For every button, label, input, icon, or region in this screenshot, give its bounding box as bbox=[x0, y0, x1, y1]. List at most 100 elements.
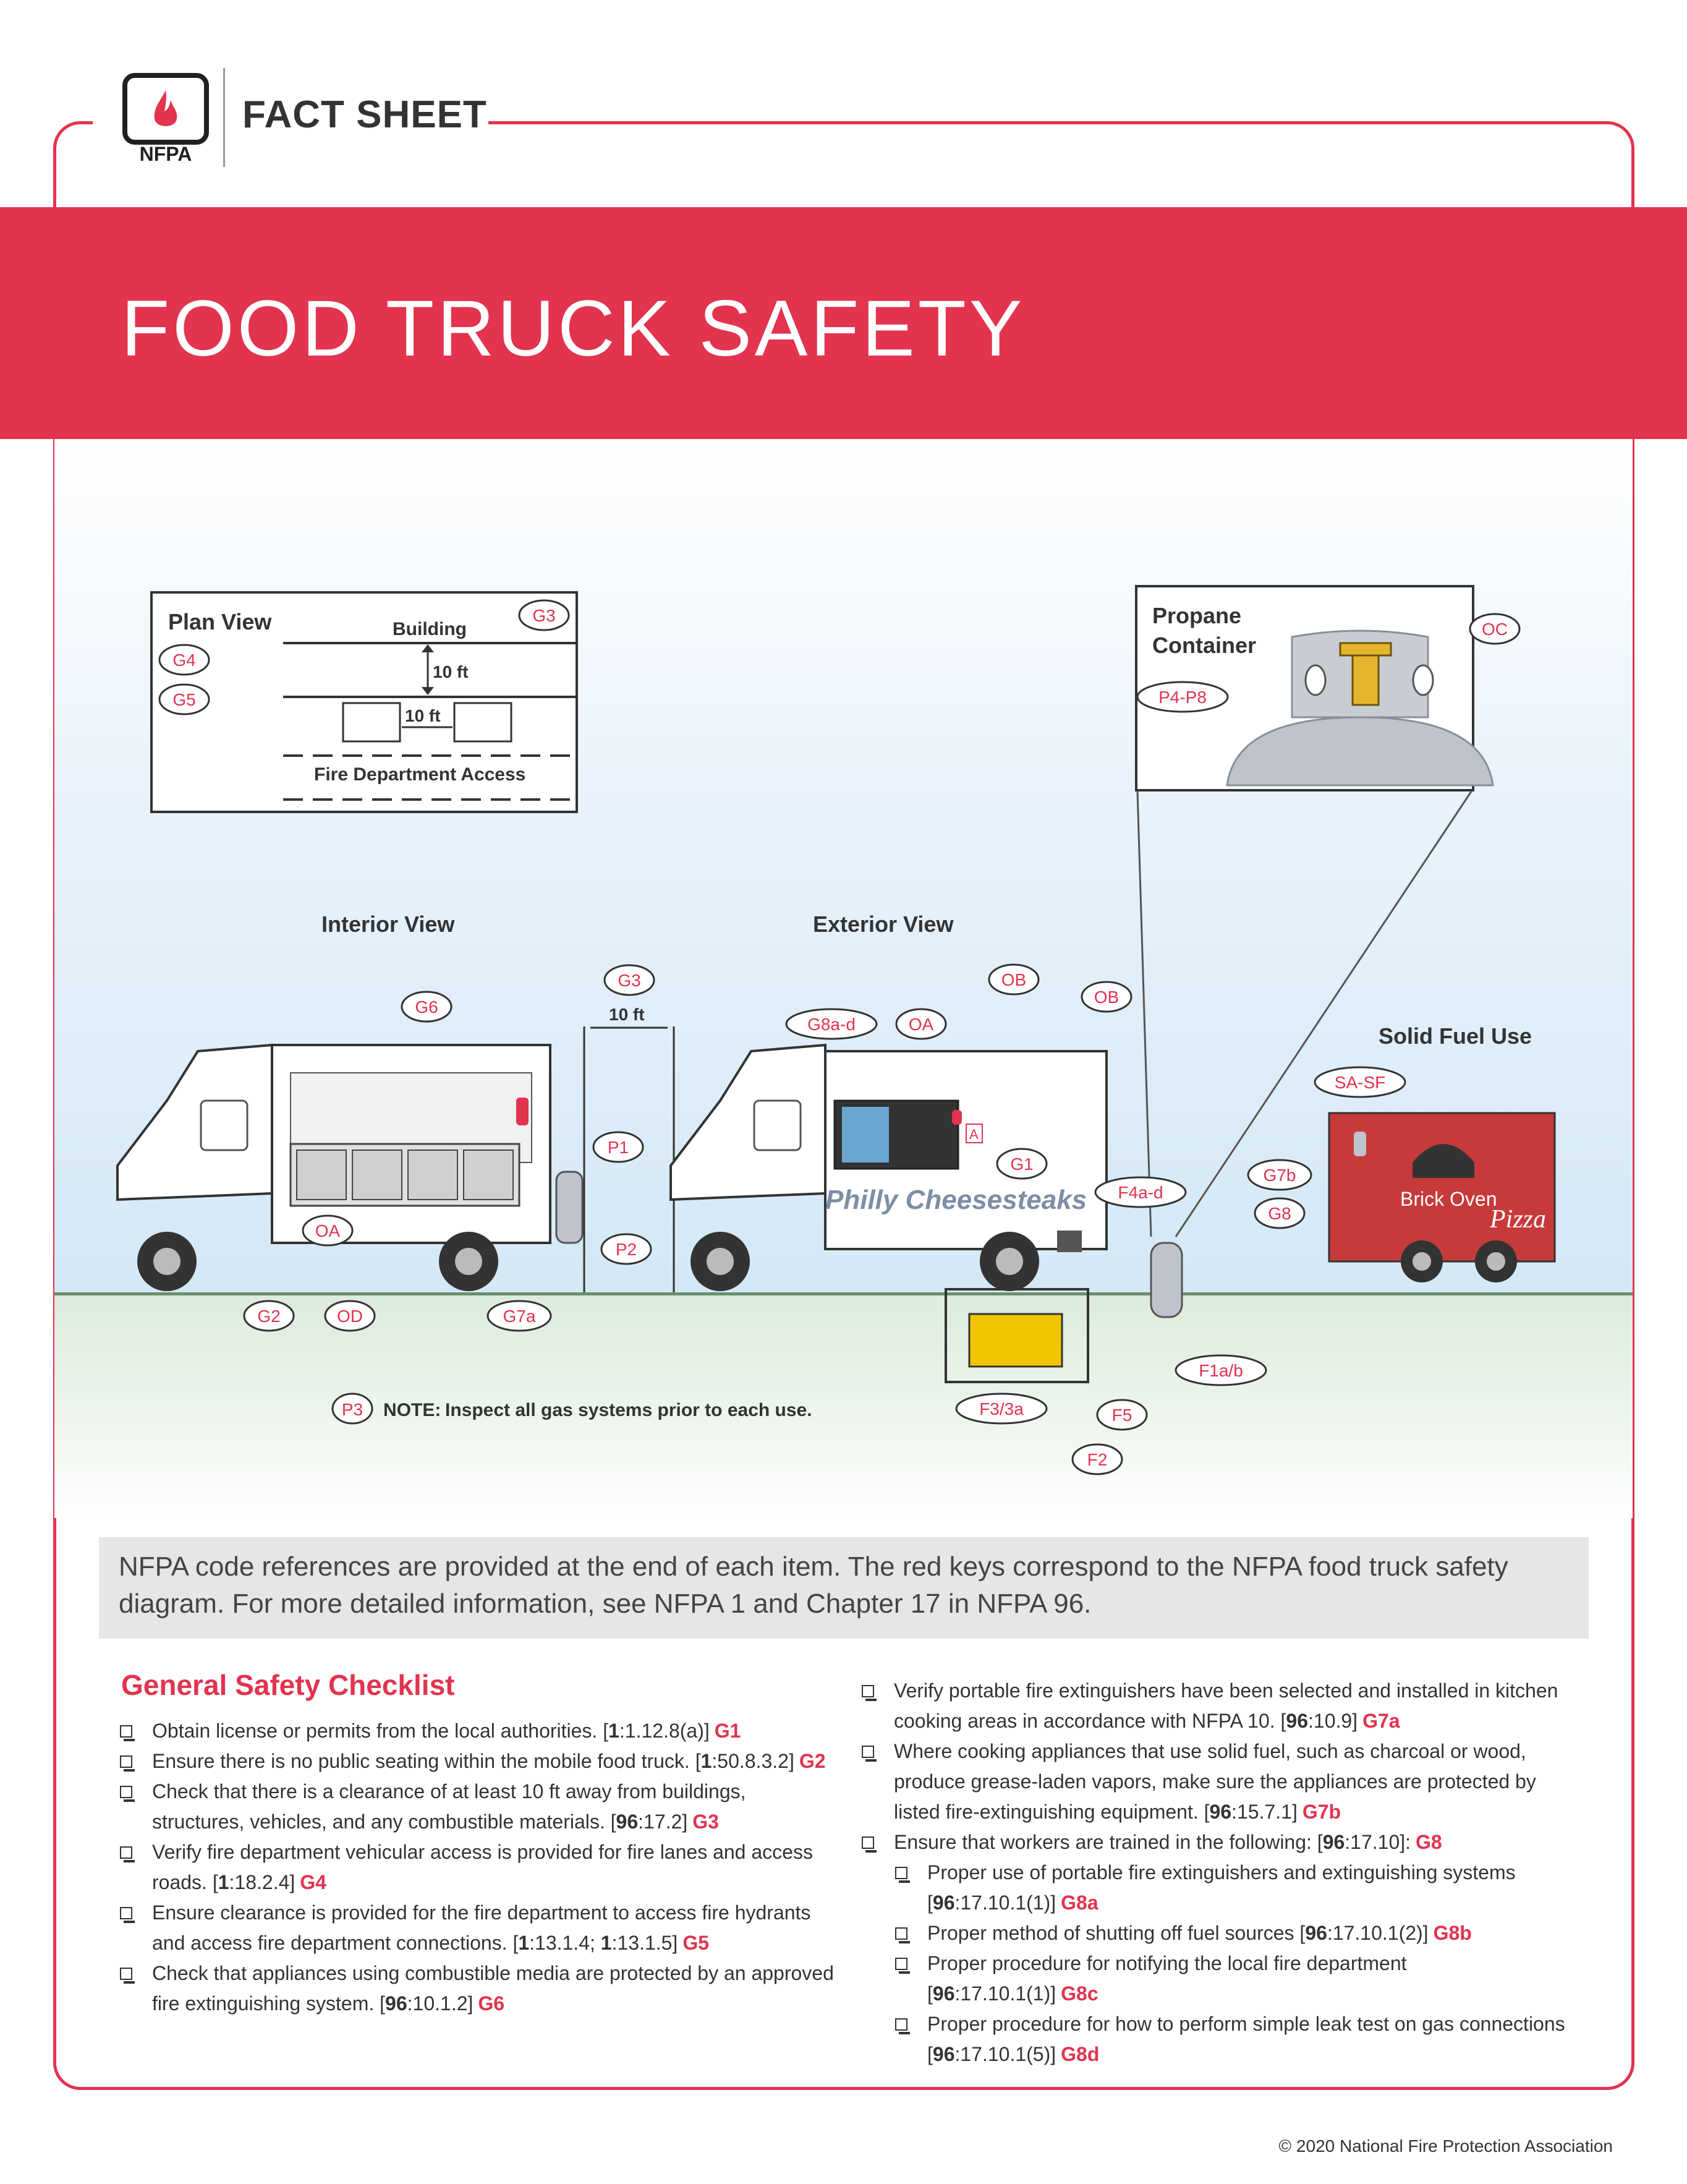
diagram-key-label: OA bbox=[909, 1015, 934, 1034]
checklist-key: G8b bbox=[1433, 1922, 1472, 1944]
checklist-key: G8 bbox=[1416, 1831, 1442, 1853]
checklist-item: Verify fire department vehicular access … bbox=[117, 1837, 835, 1898]
copyright: © 2020 National Fire Protection Associat… bbox=[1278, 2136, 1613, 2156]
diagram-key: G2 bbox=[243, 1300, 295, 1332]
checklist-text: Ensure clearance is provided for the fir… bbox=[152, 1901, 811, 1954]
diagram-key: P4-P8 bbox=[1136, 681, 1229, 713]
checklist-item: Ensure clearance is provided for the fir… bbox=[117, 1898, 835, 1958]
checklist-text: Check that there is a clearance of at le… bbox=[152, 1780, 746, 1833]
checklist-key: G5 bbox=[682, 1932, 709, 1954]
diagram-key: F4a-d bbox=[1094, 1176, 1187, 1208]
exterior-view-truck: Exterior View A Philly Cheesesteaks bbox=[669, 911, 1183, 1383]
checklist-text: Proper method of shutting off fuel sourc… bbox=[927, 1922, 1306, 1944]
diagram-key-label: G1 bbox=[1010, 1154, 1033, 1174]
checklist-code: 1 bbox=[518, 1932, 530, 1954]
solid-fuel-trailer: Solid Fuel Use Brick Oven Pizza bbox=[1328, 1023, 1556, 1282]
checklist-item: Proper method of shutting off fuel sourc… bbox=[893, 1918, 1576, 1948]
interior-clearance: 10 ft bbox=[609, 1005, 645, 1024]
checklist-key: G7a bbox=[1362, 1710, 1400, 1732]
checklist-ref: :17.10.1(5)] bbox=[954, 2043, 1056, 2065]
title-band bbox=[0, 207, 1687, 439]
checklist-title: General Safety Checklist bbox=[121, 1669, 455, 1701]
diagram-key: G4 bbox=[158, 644, 210, 676]
checklist-item: Ensure there is no public seating within… bbox=[117, 1746, 835, 1777]
checklist-ref: :1.12.8(a)] bbox=[619, 1720, 710, 1742]
checkbox-icon bbox=[120, 1968, 135, 1984]
checkbox-icon bbox=[895, 1867, 910, 1883]
diagram-key-label: F3/3a bbox=[979, 1399, 1024, 1418]
checklist-key: G7b bbox=[1302, 1801, 1341, 1823]
diagram-key: OA bbox=[895, 1008, 947, 1040]
diagram-key: G7b bbox=[1247, 1159, 1312, 1191]
diagram-key-label: F1a/b bbox=[1199, 1361, 1243, 1380]
checklist-item: Where cooking appliances that use solid … bbox=[859, 1736, 1576, 1827]
diagram-key: G8a-d bbox=[785, 1008, 878, 1040]
checklist-ref: :18.2.4] bbox=[229, 1871, 295, 1893]
diagram-key: OD bbox=[324, 1300, 376, 1332]
pizza-label: Pizza bbox=[1489, 1205, 1546, 1234]
intro-box: NFPA code references are provided at the… bbox=[99, 1537, 1589, 1639]
note-label: NOTE: bbox=[383, 1400, 441, 1420]
checklist-ref: :17.10.1(1)] bbox=[954, 1892, 1056, 1914]
diagram-key: G6 bbox=[401, 991, 453, 1023]
extinguisher-a-label: A bbox=[969, 1127, 979, 1142]
checklist-code: 96 bbox=[1305, 1922, 1327, 1944]
checklist-key: G3 bbox=[692, 1811, 719, 1833]
checklist-item: Obtain license or permits from the local… bbox=[117, 1716, 835, 1746]
checklist-text: Verify fire department vehicular access … bbox=[152, 1841, 813, 1893]
diagram-key: SA-SF bbox=[1314, 1066, 1406, 1098]
checklist-ref: :50.8.3.2] bbox=[712, 1750, 794, 1772]
note-key: P3 bbox=[342, 1400, 363, 1419]
checklist-code: 96 bbox=[385, 1992, 407, 2015]
checklist-text: Verify portable fire extinguishers have … bbox=[894, 1679, 1558, 1732]
diagram-key-label: P1 bbox=[608, 1138, 629, 1157]
checklist-text: Ensure that workers are trained in the f… bbox=[894, 1831, 1323, 1853]
propane-title-1: Propane bbox=[1152, 603, 1241, 628]
checklist-item: Proper procedure for notifying the local… bbox=[893, 1948, 1576, 2009]
checklist-item: Ensure that workers are trained in the f… bbox=[859, 1827, 1576, 1858]
gas-note: P3 NOTE: Inspect all gas systems prior t… bbox=[331, 1393, 812, 1425]
diagram-key: F5 bbox=[1096, 1399, 1148, 1431]
checklist-code: 96 bbox=[932, 1892, 955, 1914]
checklist-text: Check that appliances using combustible … bbox=[152, 1962, 834, 2015]
intro-text: NFPA code references are provided at the… bbox=[119, 1551, 1508, 1619]
checklist-ref: :17.2] bbox=[638, 1811, 688, 1833]
interior-view-truck: Interior View 10 ft bbox=[116, 911, 675, 1292]
diagram-key: F2 bbox=[1071, 1443, 1123, 1475]
checkbox-icon bbox=[120, 1786, 135, 1802]
checklist-code: 96 bbox=[1286, 1710, 1308, 1732]
diagram-key-label: SA-SF bbox=[1335, 1073, 1385, 1092]
diagram-key: F1a/b bbox=[1175, 1354, 1267, 1386]
diagram-key: G8 bbox=[1254, 1197, 1306, 1229]
diagram-key: OA bbox=[302, 1214, 354, 1247]
checklist-key: G8c bbox=[1061, 1982, 1098, 2005]
diagram-key: P2 bbox=[600, 1233, 652, 1265]
diagram-key: OB bbox=[1081, 981, 1132, 1013]
plan-view: Plan View Building 10 ft 10 ft Fire Depa… bbox=[150, 591, 578, 813]
diagram-key: F3/3a bbox=[955, 1393, 1048, 1425]
checkbox-icon bbox=[120, 1725, 135, 1741]
brick-oven-label: Brick Oven bbox=[1400, 1188, 1497, 1210]
svg-text:NFPA: NFPA bbox=[140, 143, 192, 165]
checklist-ref: :13.1.4; bbox=[529, 1932, 601, 1954]
diagram-key-label: F2 bbox=[1087, 1450, 1108, 1469]
checklist-key: G4 bbox=[300, 1871, 326, 1893]
checklist-item: Proper use of portable fire extinguisher… bbox=[893, 1858, 1576, 1918]
checklist-item: Check that there is a clearance of at le… bbox=[117, 1777, 835, 1837]
checklist-right-column: Verify portable fire extinguishers have … bbox=[859, 1676, 1576, 2070]
fire-access-label: Fire Department Access bbox=[314, 764, 525, 785]
checkbox-icon bbox=[895, 1958, 910, 1974]
checklist-ref: :10.1.2] bbox=[407, 1992, 474, 2015]
diagram-key-label: G3 bbox=[532, 606, 555, 625]
checklist-text: Proper procedure for notifying the local… bbox=[927, 1952, 1407, 2005]
fact-sheet-label: FACT SHEET bbox=[242, 93, 487, 136]
checkbox-icon bbox=[895, 1927, 910, 1943]
checklist-code: 96 bbox=[1322, 1831, 1345, 1853]
diagram-key-label: OA bbox=[315, 1221, 341, 1240]
exterior-view-title: Exterior View bbox=[813, 911, 954, 937]
checklist-ref2: :13.1.5] bbox=[611, 1932, 678, 1954]
diagram-key-label: G4 bbox=[172, 651, 195, 670]
diagram-key-label: F5 bbox=[1112, 1406, 1132, 1425]
checklist-ref: :17.10]: bbox=[1345, 1831, 1411, 1853]
checkbox-icon bbox=[862, 1685, 877, 1701]
